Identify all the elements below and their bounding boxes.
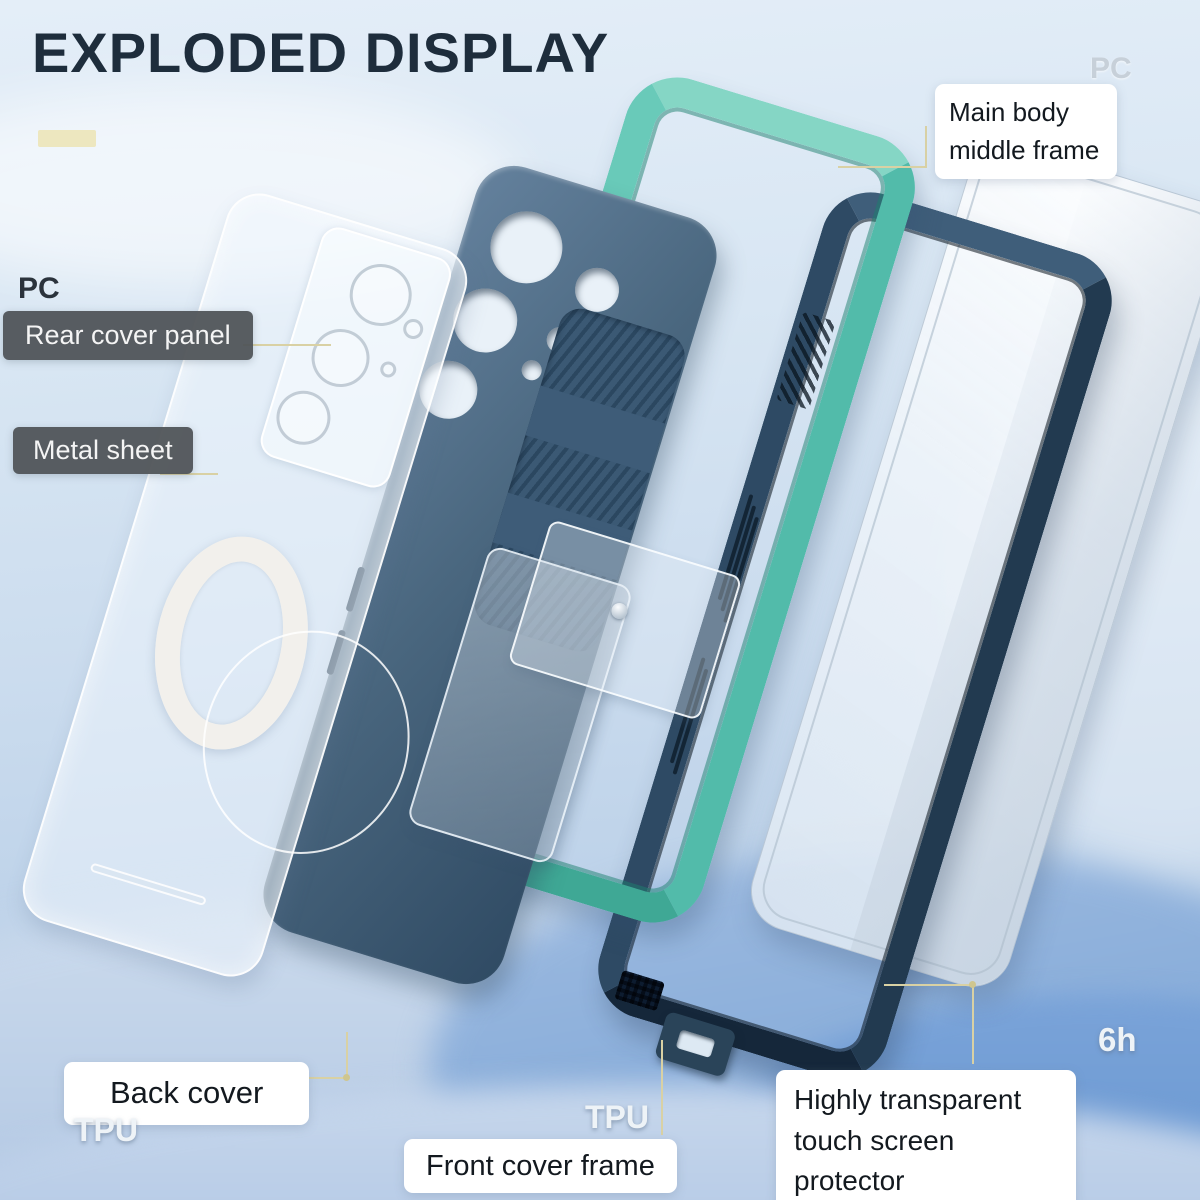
callout-line-back-cover-h — [296, 1077, 348, 1079]
hinge-screw — [609, 600, 630, 621]
callout-line-main-body-v — [925, 126, 927, 168]
speaker-grid — [614, 969, 666, 1012]
material-tag-pc-top: PC — [1090, 52, 1132, 85]
callout-line-rear-cover — [243, 344, 331, 346]
label-front-cover-frame: Front cover frame — [404, 1139, 677, 1194]
callout-line-front-cover — [661, 1040, 663, 1135]
lens-ring — [400, 316, 426, 342]
lens-ring — [304, 321, 377, 395]
panel-slot — [89, 862, 207, 907]
decor-highlight-bar — [38, 130, 96, 147]
callout-line-protector-h — [884, 984, 974, 986]
label-rear-cover-panel: Rear cover panel — [3, 311, 253, 360]
camera-hole — [481, 202, 572, 293]
lens-ring — [378, 359, 399, 380]
camera-hole — [519, 357, 545, 383]
callout-line-metal-sheet — [160, 473, 218, 475]
callout-line-main-body-h — [838, 166, 927, 168]
material-tag-tpu-back: TPU — [74, 1112, 138, 1148]
hardness-tag-6h: 6h — [1098, 1021, 1137, 1058]
lens-ring — [269, 384, 338, 452]
callout-line-back-cover-v — [346, 1032, 348, 1079]
callout-line-protector-v — [972, 984, 974, 1064]
callout-dot-back-cover — [343, 1074, 350, 1081]
label-screen-protector: Highly transparent touch screen protecto… — [776, 1070, 1076, 1200]
material-tag-tpu-front: TPU — [585, 1099, 649, 1135]
label-metal-sheet: Metal sheet — [13, 427, 193, 474]
label-back-cover: Back cover — [64, 1062, 310, 1125]
callout-dot-protector — [969, 981, 976, 988]
page-title: EXPLODED DISPLAY — [32, 21, 610, 84]
clasp-hole — [675, 1029, 716, 1059]
label-main-body-middle-frame: Main body middle frame — [935, 84, 1117, 180]
material-tag-pc-left: PC — [18, 272, 60, 305]
rib-band — [525, 385, 665, 474]
